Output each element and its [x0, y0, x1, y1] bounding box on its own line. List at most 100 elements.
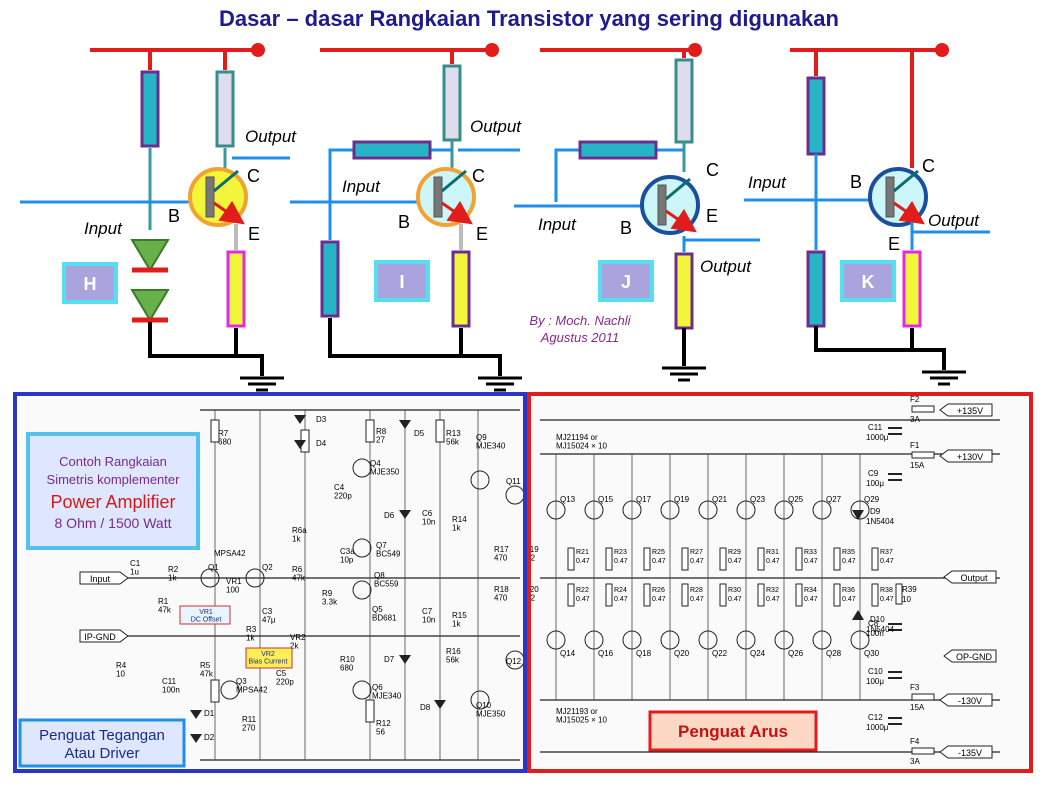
fuse-label: F2 [910, 395, 920, 404]
capacitor-value: 1000μ [866, 433, 889, 442]
transistor-collector-icon [441, 169, 467, 193]
diode-icon [852, 610, 864, 620]
circuit-tag-label: H [84, 274, 97, 294]
resistor-icon [210, 419, 220, 443]
fuse-label: F1 [910, 441, 920, 450]
resistor-icon [902, 250, 922, 328]
driver-section-frame [13, 392, 527, 773]
output-transistor-icon [850, 630, 870, 650]
port-ip_gnd: IP-GND [79, 629, 129, 643]
output-transistor-icon [622, 630, 642, 650]
transistor-icon [188, 167, 248, 227]
power-amplifier-schematic: InputIP-GNDOutputOP-GND+135V+130V-130V-1… [13, 392, 1033, 774]
transistor-base-icon [433, 176, 443, 218]
current-amp-box [648, 710, 818, 752]
emitter-resistor-label: R32 [766, 587, 779, 594]
wire [912, 348, 946, 370]
diode-label: D9 [870, 507, 881, 516]
part-label-q1: Q1 [208, 563, 219, 572]
diode-icon [399, 510, 411, 519]
circuit-tag [840, 260, 896, 302]
input-label: Input [538, 215, 577, 234]
resistor-icon [895, 583, 903, 605]
port-label: Input [90, 574, 111, 584]
supply-terminal-icon [688, 43, 702, 57]
fuse-value: 15A [910, 703, 925, 712]
capacitor-label: C11 [868, 423, 883, 432]
part-label-d4: D4 [316, 439, 327, 448]
transistor-base-icon [657, 184, 667, 226]
port-icon [943, 649, 997, 663]
output-transistor-icon [660, 500, 680, 520]
emitter-resistor-label: R35 [842, 549, 855, 556]
resistor-icon [795, 547, 803, 571]
resistor-icon [681, 547, 689, 571]
emitter-resistor-value: 0.47 [842, 596, 856, 603]
port-label: -130V [958, 696, 982, 706]
diode-value: 1N5404 [866, 625, 895, 634]
transistor-icon [640, 175, 700, 235]
part-label-q12: Q12 [506, 657, 522, 666]
diode-icon [434, 700, 446, 709]
diode-icon [130, 289, 170, 322]
circuit-tag-label: K [862, 272, 875, 292]
emitter-label: E [888, 234, 900, 254]
transistor-icon [416, 167, 476, 227]
capacitor-label: C8 [868, 619, 879, 628]
port-label: OP-GND [956, 652, 993, 662]
emitter-resistor-label: R24 [614, 587, 627, 594]
input-label: Input [748, 173, 787, 192]
emitter-resistor-value: 0.47 [614, 596, 628, 603]
output-transistor-icon [584, 500, 604, 520]
circuit-tag-label: I [399, 272, 404, 292]
output-label: Output [700, 257, 752, 276]
emitter-resistor-value: 0.47 [728, 558, 742, 565]
transistor-icon [352, 538, 372, 558]
output-transistor-icon [546, 630, 566, 650]
emitter-resistor-label: R37 [880, 549, 893, 556]
emitter-resistor-label: R21 [576, 549, 589, 556]
emitter-resistor-label: R36 [842, 587, 855, 594]
output-transistor-label: Q21 [712, 495, 728, 504]
resistor-icon [567, 547, 575, 571]
output-transistor-label: Q25 [788, 495, 804, 504]
part-label-d5: D5 [414, 429, 425, 438]
output-transistor-label: Q17 [636, 495, 652, 504]
output-transistor-icon [698, 500, 718, 520]
capacitor-value: 100n [866, 629, 884, 638]
output-transistor-label: Q26 [788, 649, 804, 658]
port-v1: +135V [939, 403, 993, 417]
output-transistor-label: Q19 [674, 495, 690, 504]
transistor-emitter-icon [213, 200, 245, 225]
diode-icon [399, 655, 411, 664]
emitter-resistor-label: R27 [690, 549, 703, 556]
port-v2: +130V [939, 449, 993, 463]
capacitor-value: 100μ [866, 677, 884, 686]
fuse-label: F3 [910, 683, 920, 692]
fuse-icon [911, 451, 935, 459]
fuse-value: 15A [910, 461, 925, 470]
transistor-icon [470, 690, 490, 710]
output-label: Output [470, 117, 522, 136]
resistor-icon [757, 583, 765, 607]
emitter-resistor-value: 0.47 [880, 596, 894, 603]
emitter-resistor-value: 0.47 [690, 558, 704, 565]
circuit-tag [374, 260, 430, 302]
transistor-base-icon [205, 176, 215, 218]
output-transistor-icon [736, 630, 756, 650]
credit-author: By : Moch. Nachli [529, 313, 631, 328]
